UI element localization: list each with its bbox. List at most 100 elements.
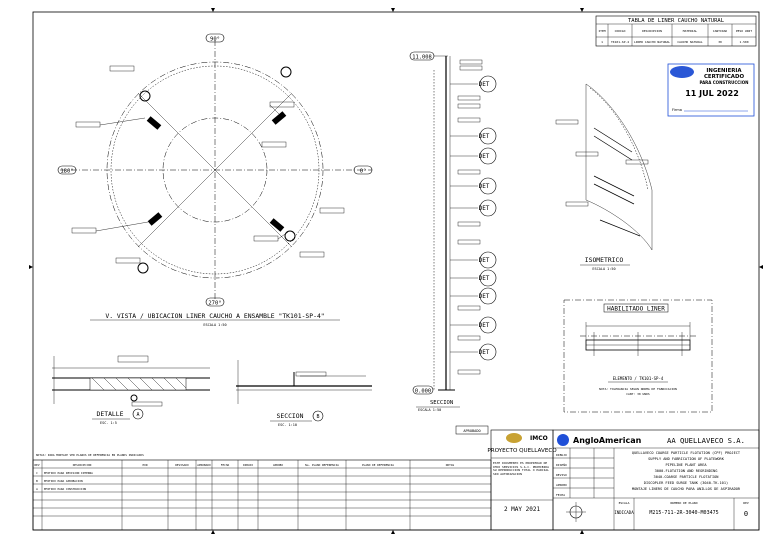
- section-title: SECCION: [430, 400, 453, 406]
- det-label: DET: [479, 133, 490, 140]
- svg-text:C: C: [36, 471, 38, 475]
- seccion-b: SECCION B ESC. 1:10: [236, 360, 372, 427]
- svg-text:QUELLAVECO COARSE PARTICLE FLO: QUELLAVECO COARSE PARTICLE FLOTATION (CP…: [632, 451, 741, 455]
- svg-text:PESO UNIT: PESO UNIT: [736, 29, 752, 33]
- svg-text:PIPELINE PLANT AREA: PIPELINE PLANT AREA: [665, 463, 707, 467]
- svg-text:CODIGO: CODIGO: [615, 29, 626, 33]
- level-top: 11.008: [412, 55, 431, 61]
- det-label: DET: [479, 81, 490, 88]
- svg-text:DISEÑO: DISEÑO: [556, 462, 567, 467]
- client-company: AA QUELLAVECO S.A.: [667, 436, 745, 445]
- angloamerican-logo-icon: [557, 434, 569, 446]
- callout-box: [319, 207, 345, 214]
- svg-text:ESC. 1:10: ESC. 1:10: [278, 423, 297, 427]
- svg-text:Firma: Firma: [672, 108, 682, 112]
- status-box: [455, 425, 489, 435]
- svg-text:NOTA: TOLERANCIA SEGUN NORMA D: NOTA: TOLERANCIA SEGUN NORMA DE FABRICAC…: [599, 387, 677, 391]
- plan-scale: ESCALA 1:50: [203, 323, 226, 327]
- notes-header: NOTAS: PARA MONTAJE VER PLANOS DE REFERE…: [36, 453, 144, 457]
- detalle-a: DETALLE A ESC. 1:5: [52, 355, 210, 425]
- revision-table: NOTAS: PARA MONTAJE VER PLANOS DE REFERE…: [32, 453, 492, 531]
- isometric-scale: ESCALA 1:50: [592, 267, 615, 271]
- svg-text:EMITIDO PARA REVISION INTERNA: EMITIDO PARA REVISION INTERNA: [44, 471, 93, 475]
- drawing-number: M215-711-2R-3040-M03475: [649, 510, 718, 516]
- svg-text:No. PLANO REFERENCIA: No. PLANO REFERENCIA: [305, 463, 339, 467]
- det-label: DET: [479, 349, 490, 356]
- svg-text:FECHA: FECHA: [221, 463, 230, 467]
- svg-text:APROBO: APROBO: [556, 483, 567, 487]
- det-callouts: DET DET DET DET DET DET DET DET DET DET: [450, 75, 497, 361]
- svg-text:NOTAS: NOTAS: [446, 463, 455, 467]
- svg-text:FECHA: FECHA: [556, 493, 565, 497]
- angle-0: 0°: [360, 169, 367, 175]
- callout-box: [261, 141, 287, 148]
- svg-text:POR: POR: [142, 463, 147, 467]
- plan-title: V. VISTA / UBICACION LINER CAUCHO A ENSA…: [105, 312, 324, 320]
- svg-text:DESCRIPCION: DESCRIPCION: [642, 29, 662, 33]
- det-label: DET: [479, 153, 490, 160]
- client-block: AngloAmerican AA QUELLAVECO S.A. DIBUJO …: [552, 429, 760, 531]
- svg-text:SUPPLY AND FABRICATION OF PLAT: SUPPLY AND FABRICATION OF PLATEWORK: [648, 457, 725, 461]
- angle-270: 270°: [208, 301, 221, 307]
- isometric-view: ISOMETRICO ESCALA 1:50: [555, 83, 653, 271]
- habilitado-title: HABILITADO LINER: [607, 306, 665, 313]
- svg-text:MATERIAL: MATERIAL: [683, 29, 698, 33]
- status-text: APROBADO: [463, 429, 480, 433]
- svg-text:REVISO: REVISO: [556, 473, 567, 477]
- level-bottom: 0.000: [415, 389, 431, 395]
- liner-table-title: TABLA DE LINER CAUCHO NATURAL: [628, 18, 725, 24]
- svg-text:APROBO: APROBO: [273, 463, 283, 467]
- svg-text:INDICADA: INDICADA: [614, 510, 634, 515]
- svg-text:B: B: [36, 479, 38, 483]
- border-markers: [29, 8, 763, 534]
- contractor-disclaimer: ESTE DOCUMENTO ES PROPIEDAD DE IMCO SERV…: [493, 462, 549, 476]
- svg-text:A: A: [136, 412, 139, 418]
- svg-text:TK101-SP-4: TK101-SP-4: [611, 40, 629, 44]
- svg-text:PARA CONSTRUCCION: PARA CONSTRUCCION: [700, 80, 749, 85]
- callout-box: [109, 65, 135, 72]
- svg-text:1.500: 1.500: [739, 40, 748, 44]
- svg-text:EMITIDO PARA CONSTRUCCION: EMITIDO PARA CONSTRUCCION: [44, 487, 86, 491]
- svg-text:MONTAJE LINERS DE CAUCHO PARA: MONTAJE LINERS DE CAUCHO PARA ANILLOS DE…: [632, 487, 741, 491]
- svg-text:DISCOPLER FEED SURGE TANK (304: DISCOPLER FEED SURGE TANK (3040-TK-101): [644, 481, 728, 485]
- habilitado-element: ELEMENTO / TK101-SP-4: [613, 376, 664, 381]
- isometric-title: ISOMETRICO: [585, 256, 624, 264]
- svg-text:3040-COARSE PARTICLE FLOTATION: 3040-COARSE PARTICLE FLOTATION: [654, 475, 719, 479]
- projection-symbol-icon: [566, 502, 586, 522]
- seccion-b-title: SECCION: [277, 412, 304, 420]
- stamp-logo-icon: [670, 66, 694, 78]
- det-label: DET: [479, 205, 490, 212]
- svg-text:EMITIDO PARA APROBACION: EMITIDO PARA APROBACION: [44, 479, 83, 483]
- det-label: DET: [479, 257, 490, 264]
- svg-text:B: B: [316, 414, 319, 420]
- svg-text:CANTIDAD: CANTIDAD: [713, 29, 728, 33]
- contractor-date: 2 MAY 2021: [504, 506, 541, 513]
- callout-box: [269, 101, 295, 108]
- svg-text:APROBADO: APROBADO: [197, 463, 211, 467]
- svg-text:REV: REV: [743, 501, 749, 505]
- det-label: DET: [479, 275, 490, 282]
- revision-number: 0: [744, 510, 748, 518]
- callout-box: [253, 235, 279, 242]
- svg-text:CAUCHO NATURAL: CAUCHO NATURAL: [677, 40, 702, 44]
- stamp-date: 11 JUL 2022: [685, 89, 739, 98]
- svg-text:IMCO: IMCO: [530, 435, 548, 442]
- svg-text:ITEM: ITEM: [598, 29, 605, 33]
- det-label: DET: [479, 293, 490, 300]
- habilitado-liner: HABILITADO LINER ELEMENTO / TK101-SP-4 N…: [563, 299, 713, 413]
- svg-text:30: 30: [718, 40, 722, 44]
- angle-180: 180°: [60, 169, 73, 175]
- svg-text:DESCRIPCION: DESCRIPCION: [73, 463, 92, 467]
- svg-text:LINER CAUCHO NATURAL: LINER CAUCHO NATURAL: [634, 40, 670, 44]
- svg-text:AngloAmerican: AngloAmerican: [573, 436, 642, 445]
- svg-text:REV: REV: [34, 463, 39, 467]
- section-elevation: 11.008 0.000 DET DET DET DET DET DET DET…: [409, 51, 497, 412]
- svg-text:DIBUJO: DIBUJO: [243, 463, 253, 467]
- contractor-project: PROYECTO QUELLAVECO: [487, 448, 557, 454]
- svg-text:3000-FLOTATION AND REGRINDING: 3000-FLOTATION AND REGRINDING: [655, 469, 718, 473]
- svg-text:ESC. 1:5: ESC. 1:5: [100, 421, 117, 425]
- angle-90: 90°: [210, 37, 220, 43]
- callout-box: [71, 227, 97, 234]
- detalle-title: DETALLE: [97, 410, 124, 418]
